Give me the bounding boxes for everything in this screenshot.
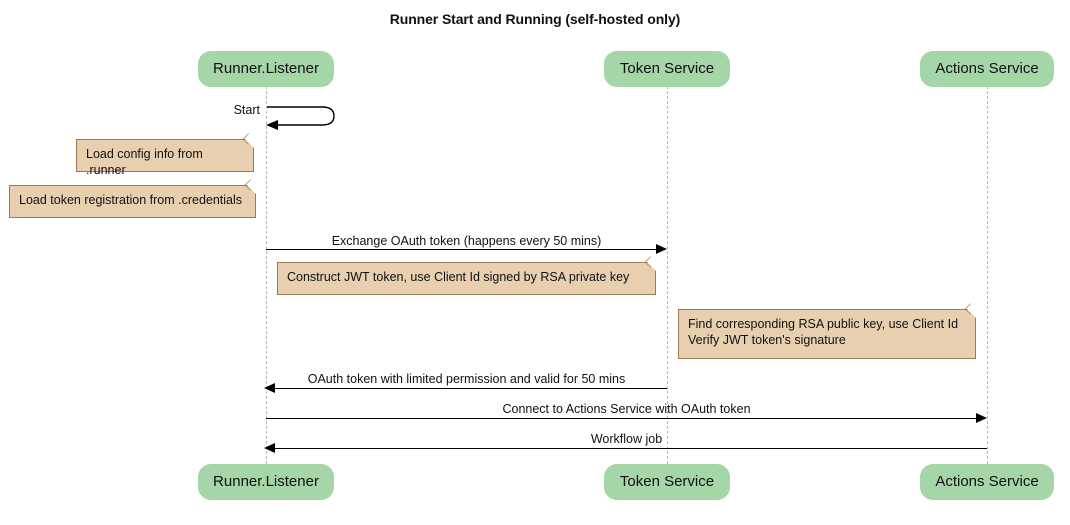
message-line-workflow-job [273,448,987,449]
participant-token-top[interactable]: Token Service [604,51,730,87]
lifeline-token [667,86,668,464]
note-load-token-registration: Load token registration from .credential… [9,179,256,218]
message-line-connect-actions-service [266,418,980,419]
message-arrowhead-oauth-token-reply [264,383,275,393]
participant-label: Runner.Listener [213,473,319,490]
participant-actions-top[interactable]: Actions Service [920,51,1054,87]
participant-label: Actions Service [935,60,1039,77]
message-line-exchange-oauth-token [266,249,660,250]
note-fold-icon [967,309,976,318]
message-line-oauth-token-reply [273,388,667,389]
page-title: Runner Start and Running (self-hosted on… [389,11,681,27]
participant-token-bottom[interactable]: Token Service [604,464,730,500]
note-line: Find corresponding RSA public key, use C… [688,317,959,331]
participant-runner-top[interactable]: Runner.Listener [198,51,334,87]
note-line: Construct JWT token, use Client Id signe… [287,270,630,284]
message-arrowhead-connect-actions-service [976,413,987,423]
participant-label: Token Service [619,473,715,490]
note-fold-icon [247,185,256,194]
participant-label: Runner.Listener [213,60,319,77]
note-line: Load config info from .runner [86,147,203,177]
participant-label: Actions Service [935,473,1039,490]
self-message-start [264,100,344,134]
participant-label: Token Service [619,60,715,77]
note-fold-icon [245,139,254,148]
lifeline-runner [266,86,267,464]
message-arrowhead-workflow-job [264,443,275,453]
note-load-config: Load config info from .runner [76,133,254,177]
message-label-connect-actions-service: Connect to Actions Service with OAuth to… [502,402,751,416]
note-fold-icon [647,262,656,271]
note-verify-jwt: Find corresponding RSA public key, use C… [678,303,976,359]
participant-actions-bottom[interactable]: Actions Service [920,464,1054,500]
participant-runner-bottom[interactable]: Runner.Listener [198,464,334,500]
message-arrowhead-exchange-oauth-token [656,244,667,254]
lifeline-actions [987,86,988,464]
message-label-oauth-token-reply: OAuth token with limited permission and … [307,372,626,386]
note-line: Verify JWT token's signature [688,333,846,347]
message-label-exchange-oauth-token: Exchange OAuth token (happens every 50 m… [331,234,602,248]
note-construct-jwt: Construct JWT token, use Client Id signe… [277,256,656,295]
message-label-workflow-job: Workflow job [590,432,663,446]
note-line: Load token registration from .credential… [19,193,243,207]
self-message-label-start: Start [233,103,260,117]
